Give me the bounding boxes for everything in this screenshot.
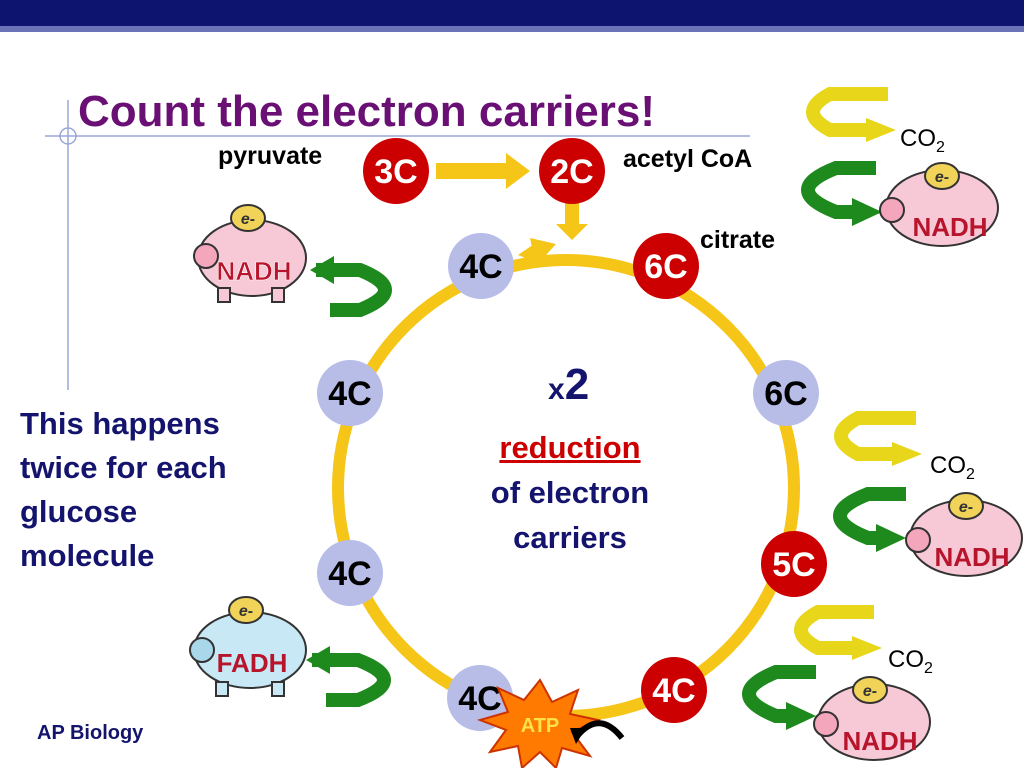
- node-left-upper-4c: 4C: [317, 360, 383, 426]
- side-note-line: This happens: [20, 406, 220, 441]
- node-label: 4C: [459, 248, 502, 286]
- electron-label: e-: [935, 169, 949, 186]
- fadh-arrow-left: [306, 646, 391, 707]
- side-note-line: molecule: [20, 538, 155, 573]
- piggy-nadh-bottom-right: e- NADH: [813, 676, 931, 761]
- node-pyruvate-3c: 3C: [363, 138, 429, 204]
- acetyl-into-cycle-arrow: [556, 200, 588, 240]
- nadh-label: NADH: [842, 726, 917, 756]
- co2-arrow-top: [806, 87, 896, 142]
- node-label: 6C: [644, 248, 687, 286]
- side-note-line: glucose: [20, 494, 138, 529]
- side-note-line: twice for each: [20, 450, 227, 485]
- piggy-nadh-middle-right: e- NADH: [905, 492, 1023, 577]
- nadh-arrow-top: [801, 161, 882, 226]
- side-note: This happens twice for each glucose mole…: [20, 402, 290, 578]
- nadh-arrow-left: [310, 256, 392, 317]
- fadh-label: FADH: [217, 648, 288, 678]
- co2-label-top: CO2: [900, 125, 945, 156]
- co2-label-bottom: CO2: [888, 646, 933, 677]
- node-label: 6C: [764, 375, 807, 413]
- footer-course-label: AP Biology: [37, 722, 144, 744]
- node-right-upper-6c: 6C: [753, 360, 819, 426]
- pyruvate-label: pyruvate: [218, 142, 323, 170]
- guide-circle: [59, 127, 77, 145]
- center-text-line1: reduction: [499, 430, 641, 465]
- co2-arrow-bottom: [794, 605, 882, 660]
- atp-burst: ATP: [476, 678, 602, 768]
- atp-curve-arrowhead: [570, 728, 586, 744]
- top-banner-stripe: [0, 26, 1024, 32]
- atp-curve-arrow: [575, 720, 625, 740]
- node-bottom-right-4c: 4C: [641, 657, 707, 723]
- electron-label: e-: [863, 683, 877, 700]
- top-banner: [0, 0, 1024, 26]
- node-citrate-6c: 6C: [633, 233, 699, 299]
- nadh-label: NADH: [216, 256, 291, 286]
- center-text-line3: carriers: [513, 520, 627, 555]
- node-acetyl-2c: 2C: [539, 138, 605, 204]
- node-label: 2C: [550, 153, 593, 191]
- piggy-nadh-top-right: e- NADH: [879, 162, 999, 247]
- piggy-nadh-left: e- NADH: [193, 204, 307, 303]
- node-label: 4C: [458, 680, 501, 718]
- co2-label-middle: CO2: [930, 452, 975, 483]
- cycle-entry-arrow: [518, 238, 556, 266]
- nadh-label: NADH: [912, 212, 987, 242]
- multiplier: x2: [548, 360, 590, 409]
- atp-label: ATP: [521, 715, 560, 737]
- pyruvate-to-acetyl-arrow: [436, 153, 530, 189]
- node-top-left-4c: 4C: [448, 233, 514, 299]
- slide-title: Count the electron carriers!: [78, 87, 656, 136]
- center-text-line2: of electron: [490, 475, 650, 510]
- nadh-arrow-bottom: [742, 665, 816, 730]
- electron-label: e-: [239, 603, 253, 620]
- node-right-lower-5c: 5C: [761, 531, 827, 597]
- electron-label: e-: [241, 211, 255, 228]
- node-left-lower-4c: 4C: [317, 540, 383, 606]
- nadh-arrow-middle: [833, 487, 906, 552]
- co2-arrow-middle: [834, 411, 922, 466]
- node-label: 3C: [374, 153, 417, 191]
- node-label: 4C: [652, 672, 695, 710]
- citrate-label: citrate: [700, 226, 776, 254]
- node-label: 4C: [328, 555, 371, 593]
- node-label: 4C: [328, 375, 371, 413]
- node-label: 5C: [772, 546, 815, 584]
- acetyl-coa-label: acetyl CoA: [623, 145, 753, 173]
- piggy-fadh-left: e- FADH: [189, 596, 307, 697]
- nadh-label: NADH: [934, 542, 1009, 572]
- electron-label: e-: [959, 499, 973, 516]
